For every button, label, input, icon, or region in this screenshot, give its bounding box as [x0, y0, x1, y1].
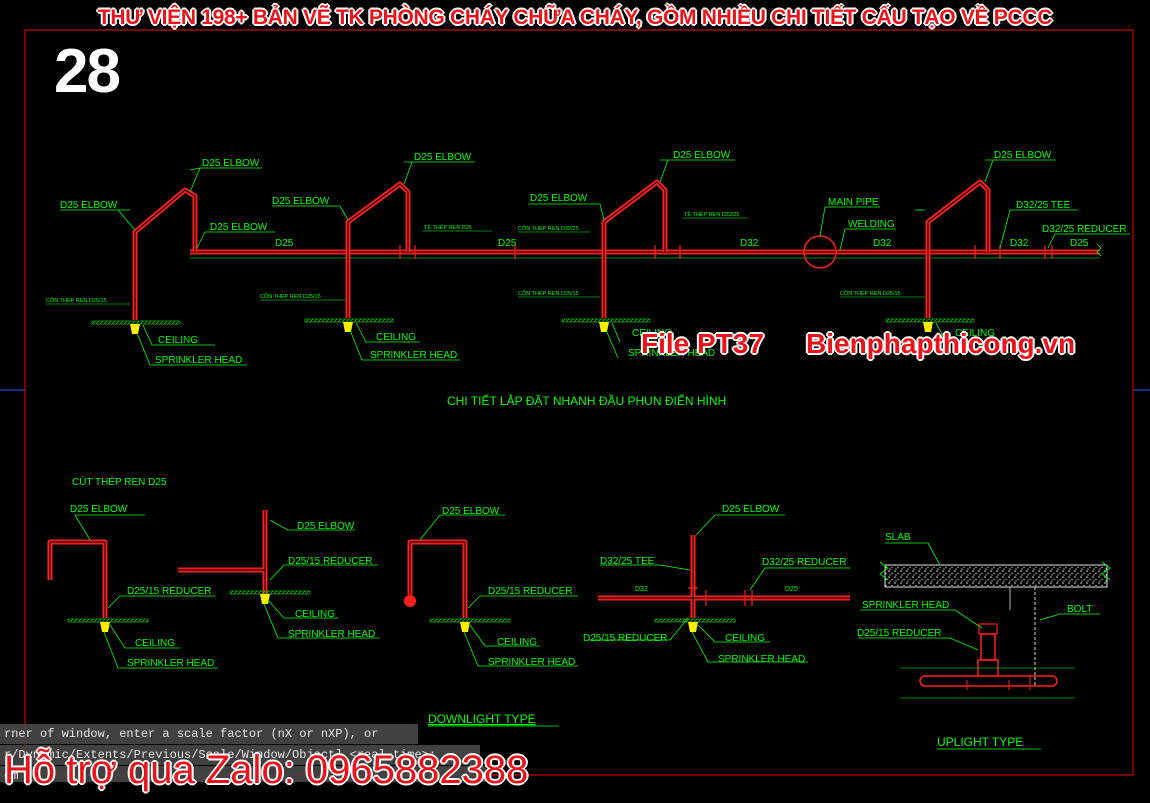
- label-main-pipe: MAIN PIPE: [828, 197, 879, 208]
- page-number: 28: [54, 37, 121, 106]
- label-ceiling: CEILING: [376, 332, 416, 343]
- label-te-thep-3225: TÊ THÉP REN D32/25: [684, 210, 739, 218]
- label-ceiling: CEILING: [497, 637, 537, 648]
- sprinkler-head-icons-bottom: [100, 594, 698, 632]
- label-d32-pipe: D32: [1010, 238, 1029, 249]
- leader-lines-top: [60, 159, 1130, 366]
- label-bolt: BOLT: [1067, 604, 1092, 615]
- label-reducer-2515: D25/15 REDUCER: [857, 628, 941, 639]
- top-row-labels: D25 ELBOW D25 ELBOW D25 ELBOW D25 CEILIN…: [46, 150, 1126, 408]
- section-title: CHI TIẾT LẮP ĐẶT NHANH ĐẦU PHUN ĐIỂN HÌN…: [447, 393, 726, 408]
- label-d25-elbow: D25 ELBOW: [202, 158, 260, 169]
- command-line-input[interactable]: om: [0, 766, 486, 782]
- uplight-detail: [879, 561, 1111, 699]
- label-d25-pipe: D25: [498, 238, 517, 249]
- small-annotation-lines: [46, 217, 925, 305]
- detail-tee: [598, 535, 850, 618]
- uplight-type-title: UPLIGHT TYPE: [937, 735, 1023, 749]
- label-ceiling: CEILING: [135, 638, 175, 649]
- label-reducer-2515: D25/15 REDUCER: [288, 556, 372, 567]
- label-d32-pipe: D32: [873, 238, 892, 249]
- uplight-labels: SLAB SPRINKLER HEAD D25/15 REDUCER BOLT …: [857, 532, 1092, 749]
- main-pipe-run: [190, 243, 1102, 259]
- tee-fittings: [688, 587, 753, 606]
- label-con-thep-3225: CÔN THÉP REN D32/25: [518, 225, 579, 232]
- label-slab: SLAB: [885, 532, 911, 543]
- label-reducer-2515: D25/15 REDUCER: [583, 633, 667, 644]
- sprinkler-assembly-2: [345, 181, 411, 318]
- label-sprinkler-head: SPRINKLER HEAD: [862, 600, 949, 611]
- label-ceiling: CEILING: [955, 328, 995, 339]
- label-reducer-3225: D32/25 REDUCER: [762, 557, 846, 568]
- sprinkler-assembly-3: [601, 179, 668, 318]
- label-reducer-3225: D32/25 REDUCER: [1042, 224, 1126, 235]
- sprinkler-head-icons-top: [130, 322, 933, 334]
- label-te-thep: TÊ THÉP REN D25: [424, 223, 472, 231]
- detail-side-branch: [178, 510, 268, 595]
- label-d25-pipe: D25: [1070, 238, 1089, 249]
- sprinkler-assembly-4: [925, 179, 991, 318]
- watermark-site: Bienphapthicong.vn: [806, 328, 1076, 359]
- label-con-thep: CÔN THÉP REN D25/15: [518, 290, 579, 297]
- label-d25-elbow: D25 ELBOW: [673, 150, 731, 161]
- pipe-end-cap: [404, 595, 416, 607]
- ceiling-lines-top: [91, 318, 975, 325]
- command-line-1: rner of window, enter a scale factor (nX…: [0, 724, 418, 744]
- leader-lines-bottom: [74, 514, 850, 669]
- label-d25-elbow: D25 ELBOW: [272, 196, 330, 207]
- label-d25-elbow: D25 ELBOW: [530, 193, 588, 204]
- detail-u-elbow: [47, 539, 108, 618]
- label-sprinkler-head: SPRINKLER HEAD: [628, 348, 715, 359]
- label-ceiling: CEILING: [725, 633, 765, 644]
- label-d25-elbow: D25 ELBOW: [297, 521, 355, 532]
- sprinkler-assembly-1: [132, 187, 198, 320]
- label-tee-3225: D32/25 TEE: [600, 556, 655, 567]
- detail-downlight: [407, 539, 468, 618]
- label-con-thep: CÔN THÉP REN D25/15: [260, 293, 321, 300]
- drawing-frame: [24, 29, 1134, 776]
- label-d25-elbow: D25 ELBOW: [994, 150, 1052, 161]
- uplight-leaders: [858, 542, 1100, 651]
- label-sprinkler-head: SPRINKLER HEAD: [127, 658, 214, 669]
- label-d25-elbow: D25 ELBOW: [414, 152, 472, 163]
- label-sprinkler-head: SPRINKLER HEAD: [155, 355, 242, 366]
- label-d25-elbow: D25 ELBOW: [70, 504, 128, 515]
- label-d25-pipe: D25: [785, 586, 798, 593]
- label-sprinkler-head: SPRINKLER HEAD: [488, 657, 575, 668]
- label-welding: WELDING: [848, 219, 895, 230]
- label-ceiling: CEILING: [632, 328, 672, 339]
- label-d32-pipe: D32: [635, 586, 648, 593]
- downlight-type-title: DOWNLIGHT TYPE: [428, 712, 536, 726]
- label-con-thep: CÔN THÉP REN D25/15: [46, 297, 107, 304]
- label-reducer-2515: D25/15 REDUCER: [488, 586, 572, 597]
- label-d25-elbow: D25 ELBOW: [722, 504, 780, 515]
- label-d25-elbow: D25 ELBOW: [210, 222, 268, 233]
- bottom-row-labels: CÚT THÉP REN D25 D25 ELBOW D25/15 REDUCE…: [70, 475, 846, 726]
- label-con-thep: CÔN THÉP REN D25/15: [840, 290, 901, 297]
- label-d25-elbow: D25 ELBOW: [60, 200, 118, 211]
- label-sprinkler-head: SPRINKLER HEAD: [370, 350, 457, 361]
- watermark-file: File PT37: [641, 328, 764, 359]
- label-sprinkler-head: SPRINKLER HEAD: [718, 654, 805, 665]
- label-d32-pipe: D32: [740, 238, 759, 249]
- label-d25-pipe: D25: [275, 238, 294, 249]
- command-line-2: r/Dynamic/Extents/Previous/Scale/Window/…: [0, 745, 480, 765]
- banner-title: THƯ VIỆN 198+ BẢN VẼ TK PHÒNG CHÁY CHỮA …: [97, 6, 1053, 29]
- support-contact-text: Hỗ trợ qua Zalo: 0965882388: [4, 748, 529, 792]
- label-reducer-2515: D25/15 REDUCER: [127, 586, 211, 597]
- label-sprinkler-head: SPRINKLER HEAD: [288, 629, 375, 640]
- label-cut-thep: CÚT THÉP REN D25: [72, 475, 167, 488]
- slab: [884, 564, 1108, 588]
- label-tee-3225: D32/25 TEE: [1016, 200, 1071, 211]
- label-ceiling: CEILING: [295, 609, 335, 620]
- label-ceiling: CEILING: [158, 335, 198, 346]
- label-d25-elbow: D25 ELBOW: [442, 506, 500, 517]
